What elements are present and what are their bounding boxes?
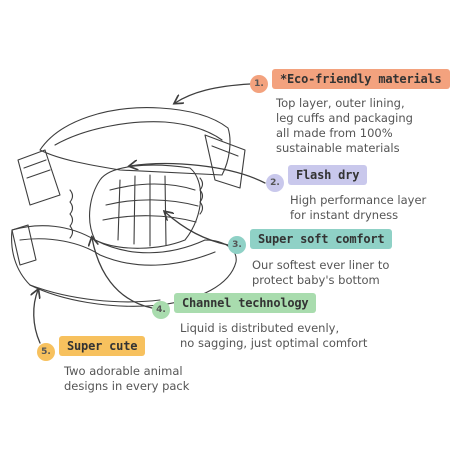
left-side-tab <box>17 149 61 206</box>
arrow-1 <box>175 83 251 103</box>
feature-2-line: High performance layer <box>290 193 427 207</box>
feature-5-line: designs in every pack <box>64 379 190 393</box>
feature-4-number: 4. <box>152 301 170 319</box>
waistband-line <box>54 121 223 146</box>
feature-2-label: Flash dry <box>288 165 368 185</box>
feature-1-line: sustainable materials <box>276 141 400 155</box>
feature-5-number: 5. <box>37 343 55 361</box>
feature-4-line: Liquid is distributed evenly, <box>180 321 340 335</box>
feature-1-line: leg cuffs and packaging <box>276 111 413 125</box>
feature-3-line: protect baby's bottom <box>252 273 380 287</box>
feature-5-label: Super cute <box>59 336 146 356</box>
feature-1-line: Top layer, outer lining, <box>276 96 405 110</box>
arrow-5 <box>34 290 40 344</box>
diaper-back-panel <box>39 107 231 176</box>
arrow-3 <box>165 212 229 246</box>
feature-1-line: all made from 100% <box>276 126 393 140</box>
feature-1-number: 1. <box>250 75 268 93</box>
leg-cuff-left <box>69 189 74 239</box>
right-side-tab <box>204 134 246 189</box>
arrow-4 <box>92 238 153 309</box>
leg-cuff-right <box>199 177 204 215</box>
feature-3-description: Our softest ever liner to protect baby's… <box>252 258 389 288</box>
front-tab <box>11 224 37 266</box>
feature-4-label: Channel technology <box>174 293 317 313</box>
feature-4-line: no sagging, just optimal comfort <box>180 336 368 350</box>
feature-5-line: Two adorable animal <box>64 364 183 378</box>
feature-2-line: for instant dryness <box>290 208 399 222</box>
feature-1-label: *Eco-friendly materials <box>272 69 450 89</box>
absorbent-core <box>89 164 202 249</box>
feature-3-label: Super soft comfort <box>250 229 393 249</box>
feature-1-description: Top layer, outer lining, leg cuffs and p… <box>276 96 413 156</box>
feature-3-number: 3. <box>228 236 246 254</box>
feature-2-description: High performance layer for instant dryne… <box>290 193 426 223</box>
feature-5-description: Two adorable animal designs in every pac… <box>64 364 189 394</box>
arrow-2 <box>130 164 266 184</box>
feature-4-description: Liquid is distributed evenly, no sagging… <box>180 321 367 351</box>
feature-3-line: Our softest ever liner to <box>252 258 390 272</box>
feature-2-number: 2. <box>266 174 284 192</box>
